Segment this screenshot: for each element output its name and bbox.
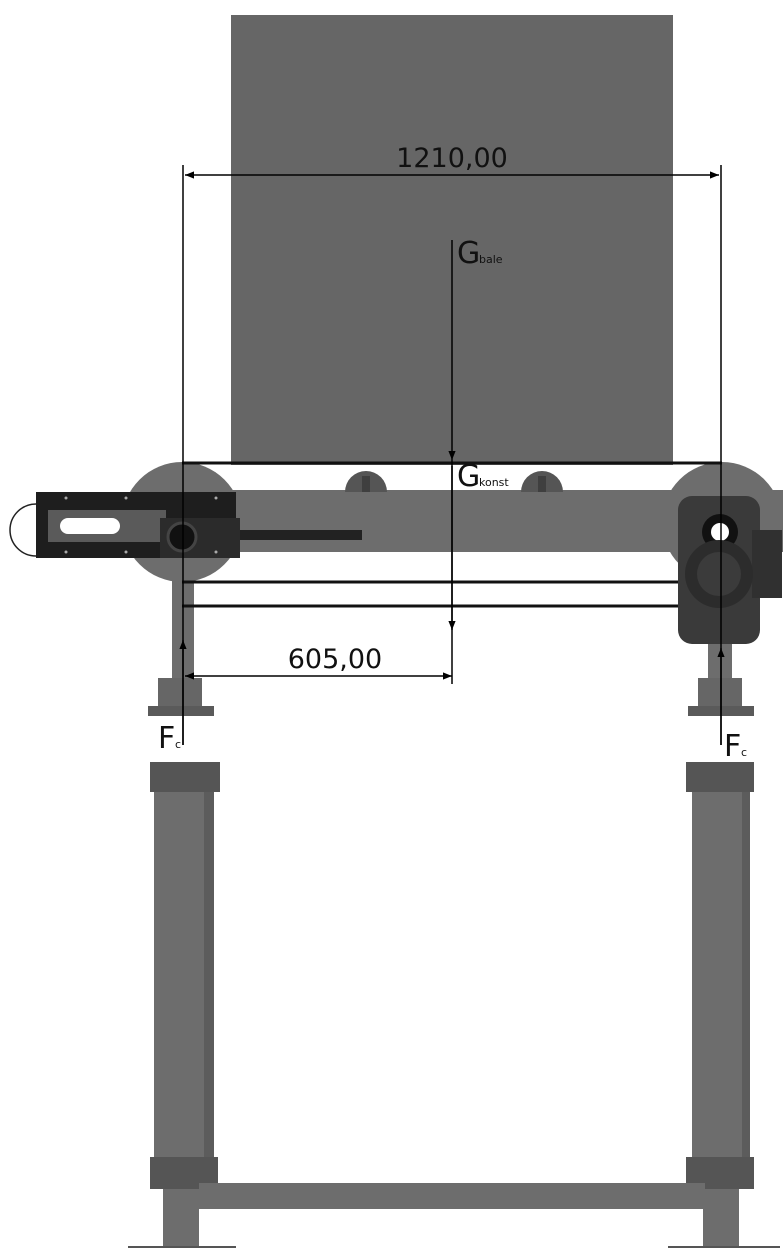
construction-weight-subscript: konst [479,476,509,489]
span-dimension-label: 1210,00 [396,143,508,174]
left-support-label: F c [158,721,181,756]
drive-motor [678,496,782,644]
tensioner-assembly [9,492,362,558]
left-leg [148,580,220,1247]
left-support-symbol: F [158,721,175,756]
idler-left [345,471,387,492]
cross-brace [199,1183,705,1209]
construction-weight-symbol: G [457,459,480,494]
right-leg [686,600,754,1247]
bale-weight-subscript: bale [479,253,503,266]
left-support-subscript: c [175,738,181,751]
right-support-subscript: c [741,746,747,759]
bale-weight-label: G bale [457,236,503,271]
construction-weight-label: G konst [457,459,509,494]
bale-weight-symbol: G [457,236,480,271]
right-support-symbol: F [724,729,741,764]
conveyor-frame [140,490,783,552]
idler-right [521,471,563,492]
half-dimension-label: 605,00 [288,644,382,675]
right-support-label: F c [724,729,747,764]
